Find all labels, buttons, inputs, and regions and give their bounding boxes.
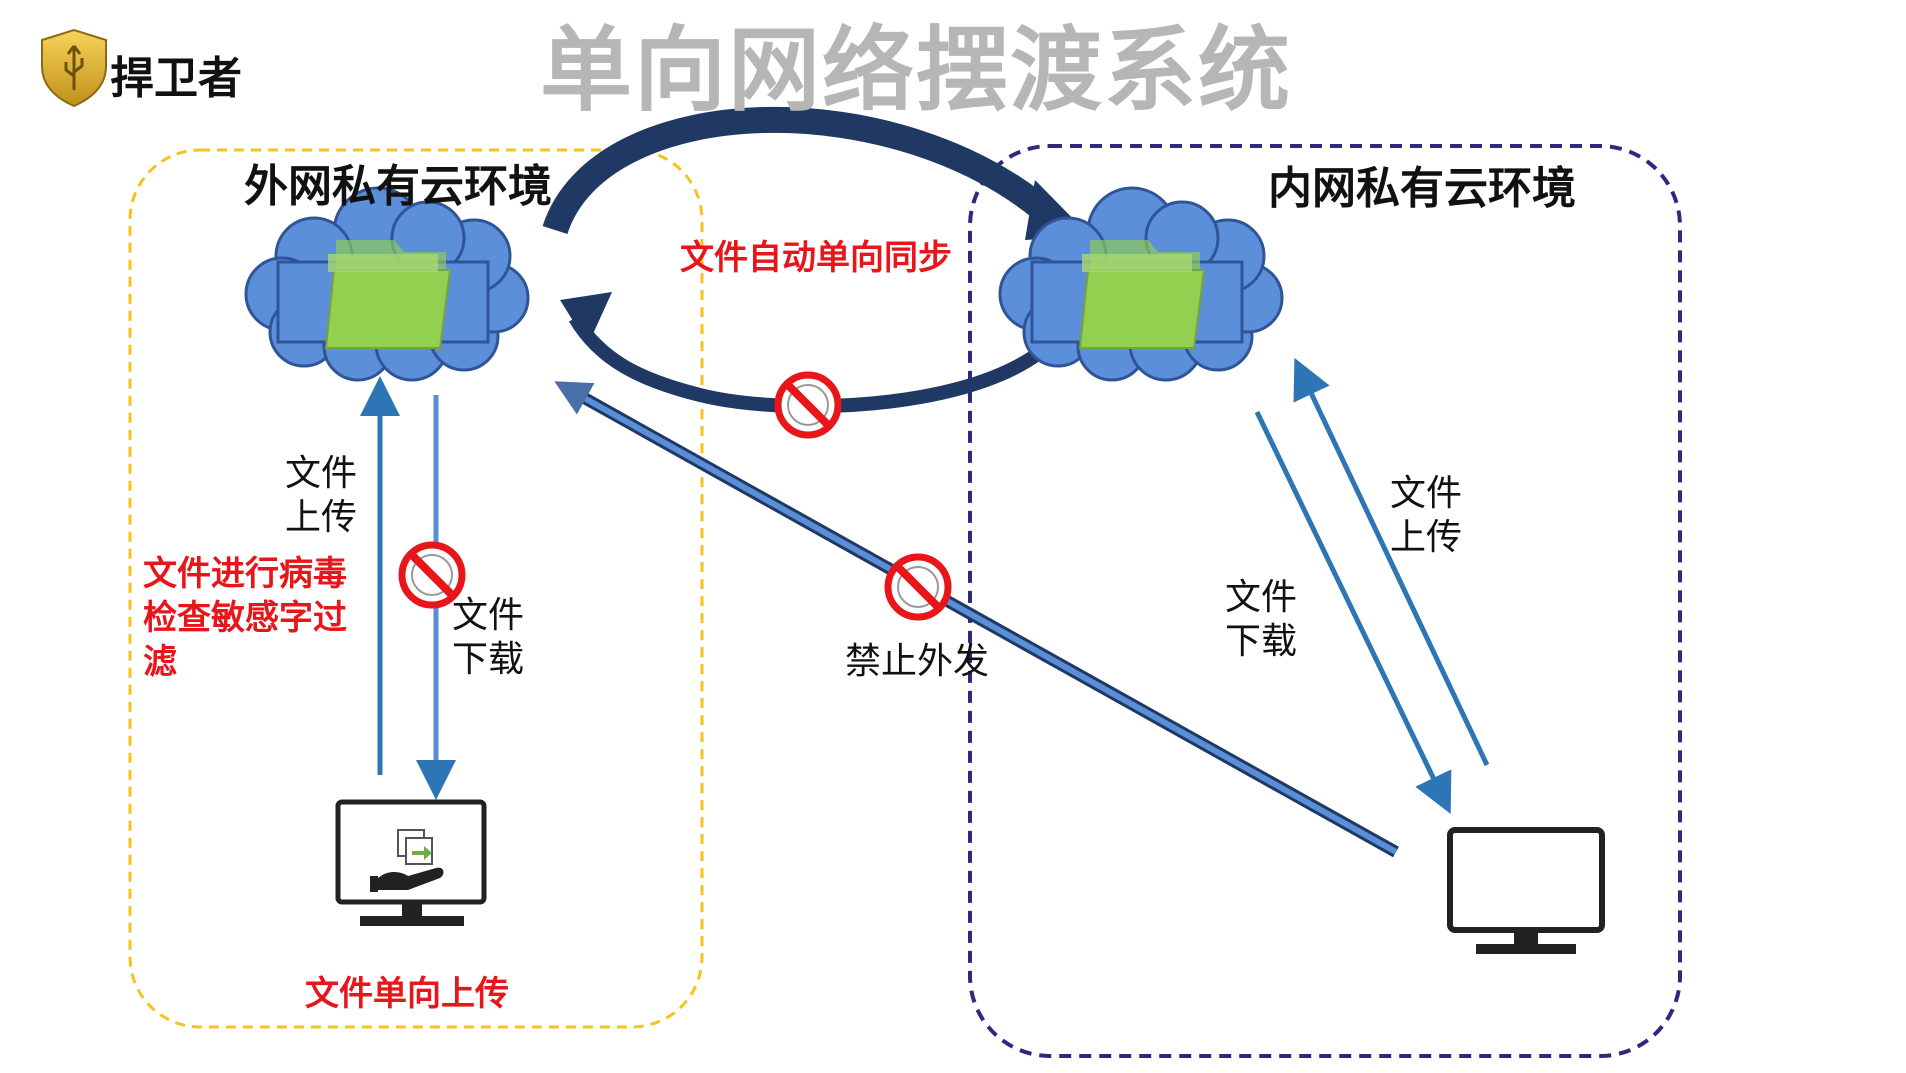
outer-environment-label: 外网私有云环境 [244,161,552,212]
monitor-icon [1447,827,1605,954]
outer-download-label-line-2: 下载 [452,639,525,680]
outer-upload-label: 文件 上传 [285,452,357,540]
inner-environment-label: 内网私有云环境 [1268,163,1576,214]
inner-download-label: 文件 下载 [1225,576,1297,664]
inner-upload-label-line-2: 上传 [1390,517,1463,558]
inner-environment-boundary [968,144,1682,1058]
sync-arc-bottom-arrowhead [560,292,612,345]
filter-annotation-line-3: 滤 [143,642,177,682]
outer-download-label-line-1: 文件 [452,595,525,636]
page-title: 单向网络摆渡系统 [540,16,1293,124]
no-entry-icon-download [398,541,466,609]
sync-arc-top [542,107,1064,235]
outer-cloud-folder-icon [244,186,530,382]
inner-upload-arrow [1293,357,1490,767]
outer-download-label: 文件 下载 [452,594,524,682]
sync-annotation: 文件自动单向同步 [680,238,952,278]
filter-annotation-line-2: 检查敏感字过 [143,598,347,638]
no-entry-icon-sync [774,371,842,439]
inner-download-label-line-2: 下载 [1225,621,1298,662]
filter-annotation: 文件进行病毒 检查敏感字过 滤 [143,552,347,684]
brand-name: 捍卫者 [110,53,242,104]
forbidden-outbound-arrow [554,381,1398,855]
no-entry-icon-outbound [884,553,952,621]
inner-download-label-line-1: 文件 [1225,577,1298,618]
filter-annotation-line-1: 文件进行病毒 [143,554,347,594]
outer-upload-label-line-1: 文件 [285,453,358,494]
one-way-upload-annotation: 文件单向上传 [305,974,509,1014]
shield-usb-icon [41,28,107,108]
inner-cloud-folder-icon [998,186,1284,382]
monitor-transfer-icon [335,799,487,926]
outer-environment-boundary [128,148,704,1029]
inner-download-arrow [1254,410,1452,815]
inner-upload-label: 文件 上传 [1390,472,1462,560]
outer-upload-label-line-2: 上传 [285,497,358,538]
inner-upload-label-line-1: 文件 [1390,473,1463,514]
forbid-outbound-label: 禁止外发 [845,641,990,682]
sync-arc-bottom [568,290,1087,414]
